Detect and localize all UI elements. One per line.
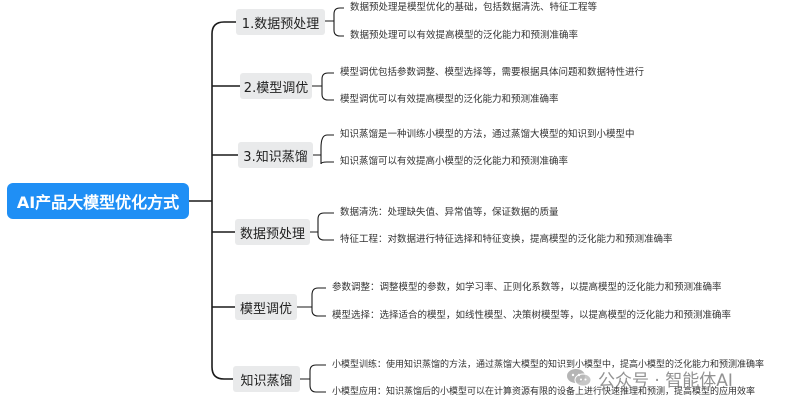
leaf-text: 模型调优可以有效提高模型的泛化能力和预测准确率	[340, 94, 559, 105]
leaf-text: 知识蒸馏可以有效提高小模型的泛化能力和预测准确率	[340, 156, 569, 167]
branch-label: 2.模型调优	[243, 80, 309, 96]
leaf-text: 小模型应用：知识蒸馏后的小模型可以在计算资源有限的设备上进行快速推理和预测，提高…	[332, 387, 756, 397]
leaf-text: 知识蒸馏是一种训练小模型的方法，通过蒸馏大模型的知识到小模型中	[340, 129, 635, 140]
root-node[interactable]: AI产品大模型优化方式	[7, 183, 189, 219]
leaf-text: 参数调整：调整模型的参数，如学习率、正则化系数等，以提高模型的泛化能力和预测准确…	[332, 282, 722, 293]
root-label: AI产品大模型优化方式	[16, 193, 180, 212]
branch-node-5[interactable]: 模型调优	[235, 294, 297, 320]
branch-node-6[interactable]: 知识蒸馏	[233, 366, 300, 392]
branch-label: 数据预处理	[239, 226, 305, 242]
branch-node-1[interactable]: 1.数据预处理	[236, 9, 325, 35]
wechat-icon	[566, 367, 592, 389]
branch-node-3[interactable]: 3.知识蒸馏	[238, 142, 313, 168]
leaf-text: 特征工程：对数据进行特征选择和特征变换，提高模型的泛化能力和预测准确率	[340, 234, 673, 245]
leaf-text: 数据预处理是模型优化的基础，包括数据清洗、特征工程等	[350, 2, 598, 13]
leaf-text: 数据预处理可以有效提高模型的泛化能力和预测准确率	[350, 30, 579, 41]
branch-label: 1.数据预处理	[241, 16, 320, 32]
branch-label: 知识蒸馏	[240, 373, 293, 389]
leaf-text: 数据清洗：处理缺失值、异常值等，保证数据的质量	[340, 207, 559, 218]
leaf-text: 模型选择：选择适合的模型，如线性模型、决策树模型等，以提高模型的泛化能力和预测准…	[332, 310, 732, 321]
watermark-text: 公众号 · 智能体AI	[598, 370, 733, 391]
leaf-text: 模型调优包括参数调整、模型选择等，需要根据具体问题和数据特性进行	[340, 67, 645, 78]
watermark: 公众号 · 智能体AI	[566, 365, 733, 391]
branch-label: 3.知识蒸馏	[243, 149, 308, 165]
branch-node-2[interactable]: 2.模型调优	[240, 73, 312, 99]
leaf-text: 小模型训练：使用知识蒸馏的方法，通过蒸馏大模型的知识到小模型中，提高小模型的泛化…	[332, 360, 765, 370]
branch-label: 模型调优	[239, 301, 292, 317]
branch-node-4[interactable]: 数据预处理	[235, 219, 310, 245]
